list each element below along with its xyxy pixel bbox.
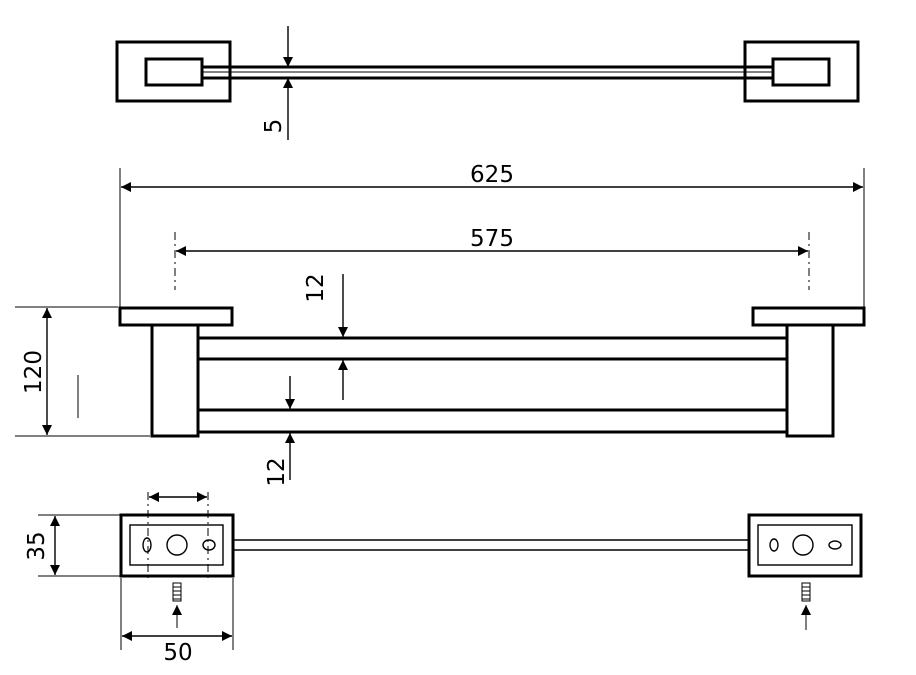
left-base-outer: [119, 513, 235, 578]
upper-thickness-label: 12: [303, 273, 329, 302]
left-fixing-hole-1: [142, 537, 152, 553]
right-base-inner: [757, 524, 853, 566]
right-bracket-inner: [771, 57, 831, 87]
right-base-outer: [747, 513, 863, 578]
right-arm: [785, 323, 835, 438]
bottom-view: 35 50: [24, 492, 863, 666]
centres-dimension-label: 575: [470, 226, 514, 252]
left-centre-hole: [166, 534, 188, 556]
right-fixing-hole-2: [828, 540, 842, 550]
right-screw-icon: [801, 582, 811, 602]
gap-dimension-label: 5: [261, 119, 287, 134]
height-dimension-label: 120: [21, 350, 47, 394]
right-fixing-hole-1: [769, 538, 779, 552]
overall-dimension-label: 625: [470, 162, 514, 188]
top-view: 5: [115, 26, 860, 140]
lower-thickness-label: 12: [264, 457, 290, 486]
depth-dimension-label: 35: [24, 531, 50, 560]
front-view: 625 575 120 12 12: [15, 162, 866, 487]
left-screw-icon: [172, 582, 182, 602]
right-centre-hole: [792, 534, 814, 556]
left-arm: [150, 323, 200, 438]
left-wall-plate: [118, 306, 234, 327]
left-fixing-hole-2: [202, 539, 216, 551]
left-base-inner: [129, 524, 224, 566]
left-bracket-inner: [144, 57, 204, 87]
right-wall-plate: [751, 306, 866, 327]
width-dimension-label: 50: [163, 640, 192, 666]
